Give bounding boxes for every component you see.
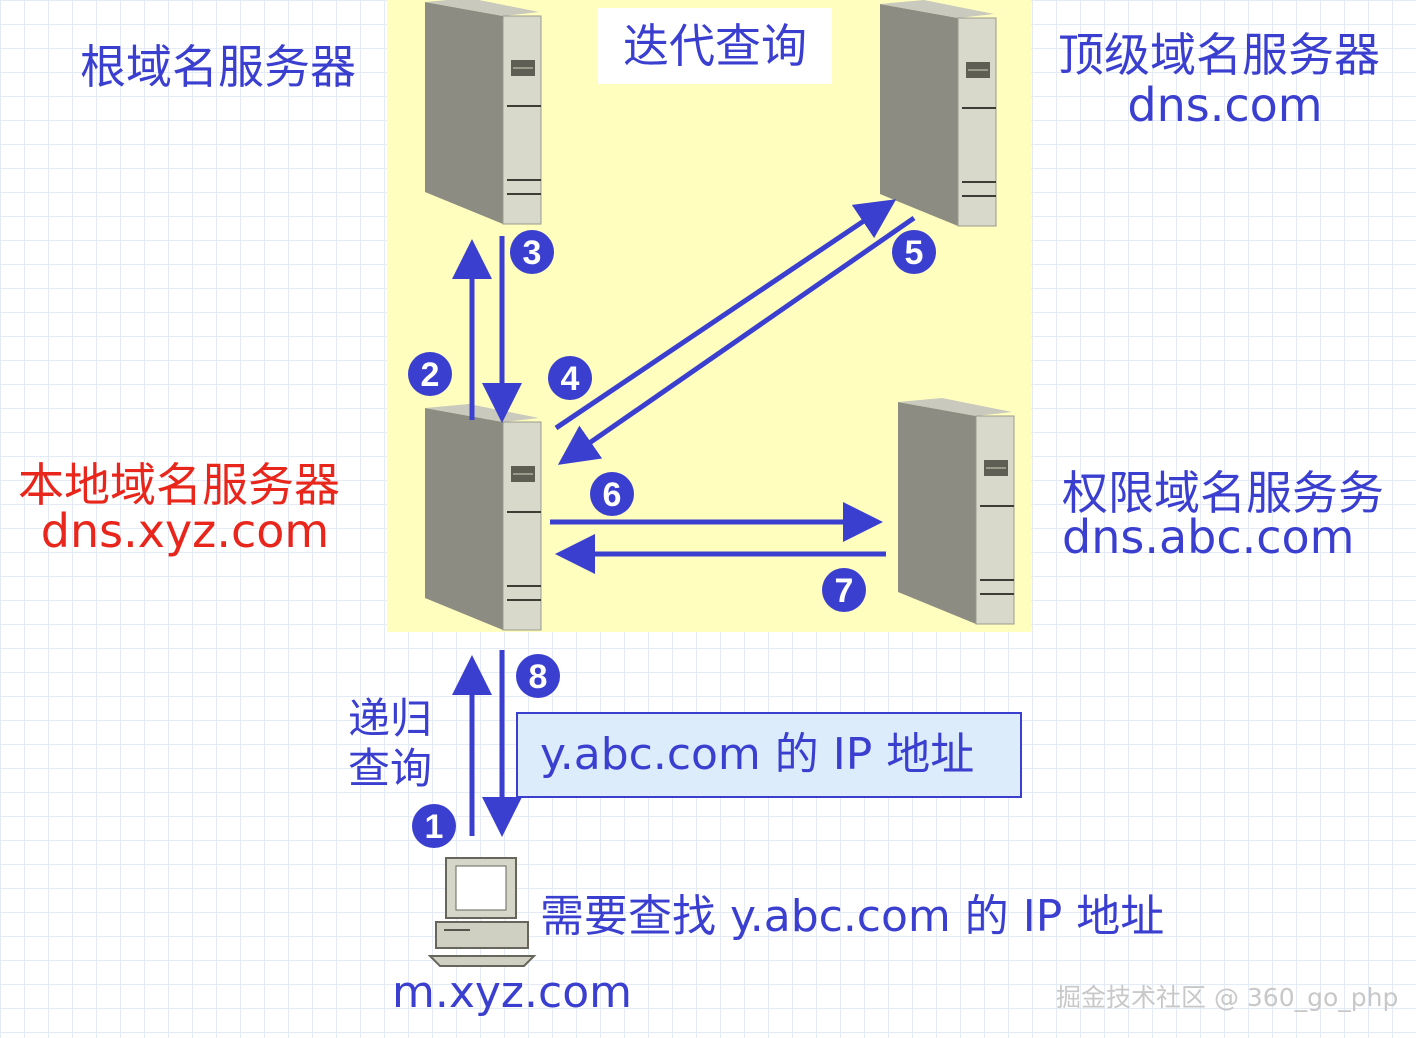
svg-text:8: 8 [529, 658, 548, 696]
arrow-step-5 [557, 215, 916, 465]
step-badge-6: 6 [590, 472, 634, 516]
svg-text:1: 1 [425, 808, 444, 846]
step-badge-2: 2 [408, 352, 452, 396]
diagram-title: 迭代查询 [598, 8, 832, 84]
step-badge-4: 4 [548, 356, 592, 400]
svg-text:2: 2 [421, 356, 440, 394]
local-server-domain: dns.xyz.com [40, 504, 330, 558]
svg-text:5: 5 [905, 234, 924, 272]
tld-server-domain: dns.com [1127, 78, 1323, 132]
client-host-label: m.xyz.com [392, 967, 632, 1018]
root-server-icon [424, 0, 542, 225]
tld-server-icon [879, 0, 997, 227]
local-server-label: 本地域名服务器 [18, 458, 340, 512]
step-badge-3: 3 [510, 230, 554, 274]
svg-text:3: 3 [523, 234, 542, 272]
auth-server-label: 权限域名服务务 [1062, 466, 1384, 520]
local-server-icon [424, 403, 542, 631]
tld-server-label: 顶级域名服务器 [1058, 28, 1380, 82]
recursive-query-label-line2: 查询 [348, 744, 433, 793]
watermark: 掘金技术社区 @ 360_go_php [1056, 983, 1399, 1012]
root-server-label: 根域名服务器 [80, 40, 356, 94]
step-badge-8: 8 [516, 654, 560, 698]
svg-text:6: 6 [603, 476, 622, 514]
step-badge-7: 7 [822, 568, 866, 612]
step-badge-5: 5 [892, 230, 936, 274]
svg-text:7: 7 [835, 572, 854, 610]
client-query-label: 需要查找 y.abc.com 的 IP 地址 [540, 891, 1165, 942]
answer-box: y.abc.com 的 IP 地址 [516, 712, 1022, 798]
client-computer-icon [427, 857, 537, 967]
arrow-step-4 [554, 199, 897, 431]
step-badge-1: 1 [412, 804, 456, 848]
auth-server-icon [897, 397, 1015, 625]
recursive-query-label-line1: 递归 [348, 694, 433, 743]
svg-text:4: 4 [561, 360, 580, 398]
auth-server-domain: dns.abc.com [1062, 510, 1355, 564]
